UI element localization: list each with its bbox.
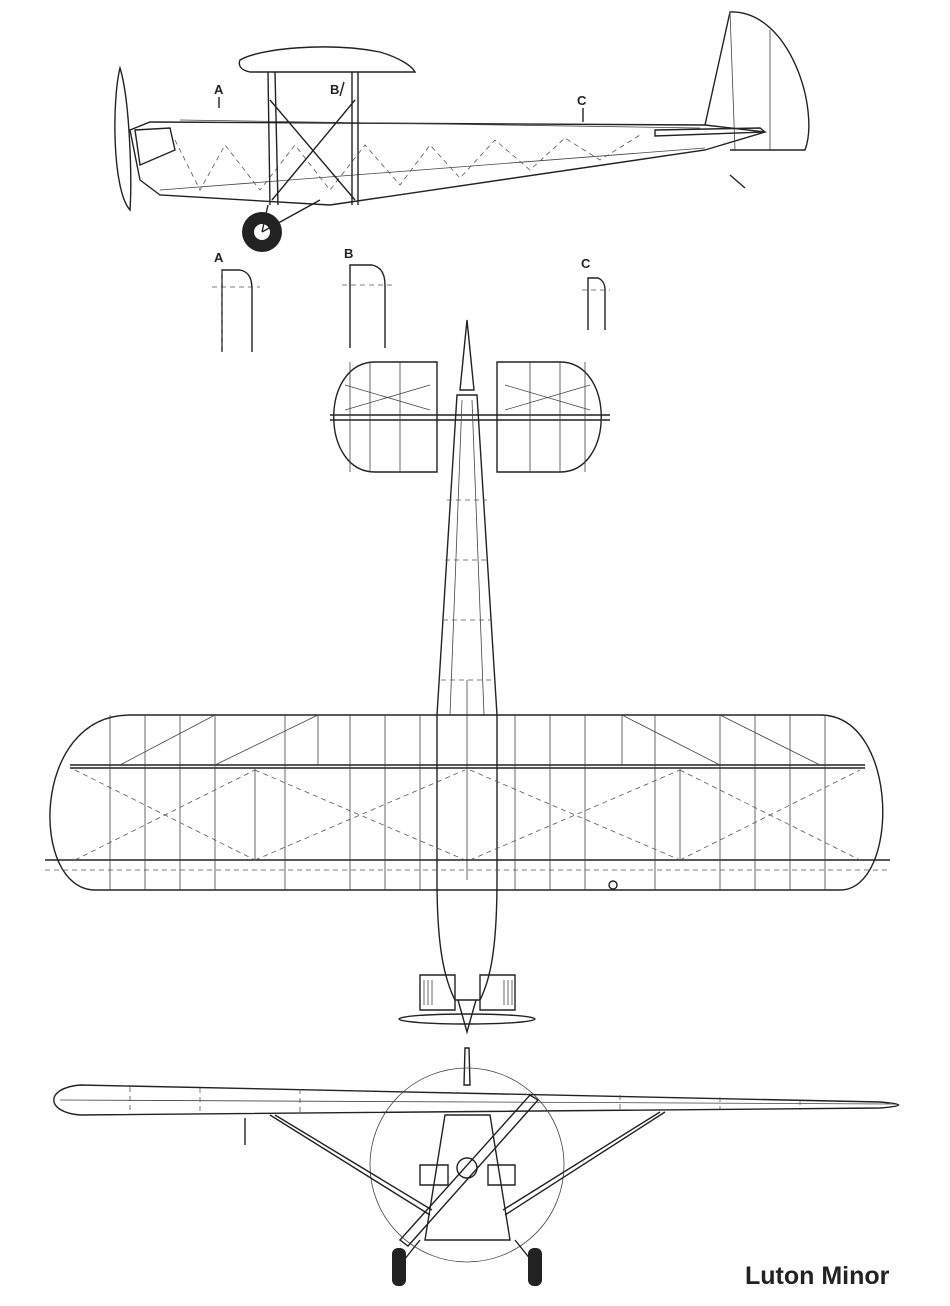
section-marker-a: A xyxy=(214,82,224,97)
front-engine xyxy=(419,1164,516,1186)
section-c xyxy=(587,277,606,330)
front-wheel-right xyxy=(528,1248,542,1286)
front-fuselage xyxy=(424,1114,511,1241)
side-propeller xyxy=(114,65,132,212)
side-wing xyxy=(238,46,417,73)
top-tail-spike xyxy=(459,319,475,391)
front-propeller-disc xyxy=(369,1067,565,1263)
side-struts xyxy=(267,71,359,206)
front-struts xyxy=(244,1111,666,1216)
top-view xyxy=(45,319,890,1035)
sections: A B C xyxy=(212,246,610,352)
side-engine xyxy=(134,127,176,167)
side-fin xyxy=(704,11,810,151)
section-marker-b: B xyxy=(330,82,339,97)
side-tailplane xyxy=(654,127,767,137)
section-label-c: C xyxy=(581,256,591,271)
front-view xyxy=(53,1047,900,1286)
section-b xyxy=(349,264,386,348)
front-wing xyxy=(53,1084,900,1116)
top-engine xyxy=(419,974,516,1011)
front-wheel-left xyxy=(392,1248,406,1286)
top-wing xyxy=(49,714,884,891)
section-marker-c: C xyxy=(577,93,587,108)
section-label-a: A xyxy=(214,250,224,265)
top-tailplane-left xyxy=(333,361,438,473)
section-label-b: B xyxy=(344,246,353,261)
front-fin xyxy=(463,1047,471,1086)
side-fuselage xyxy=(129,121,766,206)
drawing-title: Luton Minor xyxy=(745,1262,890,1290)
top-propeller xyxy=(398,1013,536,1025)
top-tailplane-right xyxy=(496,361,602,473)
front-propeller xyxy=(398,1094,540,1247)
section-a xyxy=(221,269,253,352)
side-view: A B C xyxy=(114,11,810,252)
